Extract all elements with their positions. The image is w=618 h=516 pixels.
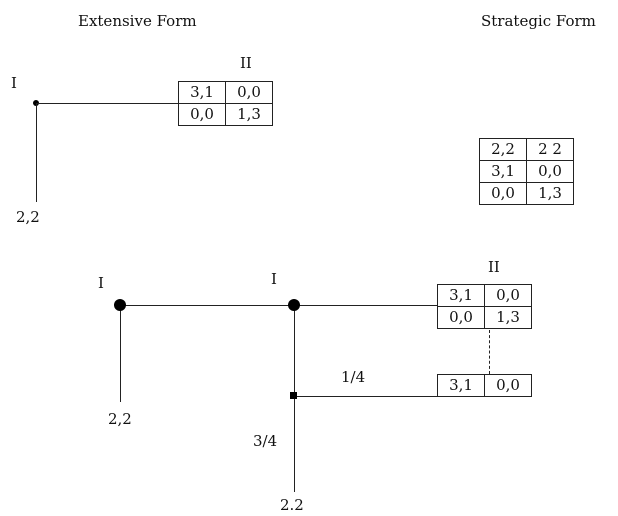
matrix-cell: 0,0 — [225, 81, 273, 104]
matrix-row: 2,2 2 2 — [479, 138, 574, 161]
edge-node1-to-node2 — [120, 305, 294, 306]
payoff-node1-out: 2,2 — [108, 410, 132, 428]
matrix-row: 3,1 0,0 — [178, 81, 273, 104]
edge-top-out — [36, 103, 37, 202]
player-label-top-matrix: II — [240, 54, 252, 72]
decision-node-bottom-2 — [288, 299, 300, 311]
matrix-cell: 0,0 — [479, 182, 527, 205]
matrix-row: 0,0 1,3 — [178, 103, 273, 126]
matrix-row: 3,1 0,0 — [437, 374, 532, 397]
matrix-row: 3,1 0,0 — [437, 284, 532, 307]
payoff-matrix-top: 3,1 0,0 0,0 1,3 — [178, 81, 273, 126]
matrix-cell: 0,0 — [178, 103, 226, 126]
matrix-cell: 1,3 — [225, 103, 273, 126]
matrix-row: 3,1 0,0 — [479, 160, 574, 183]
payoff-matrix-bottom: 3,1 0,0 0,0 1,3 — [437, 284, 532, 329]
matrix-cell: 2 2 — [526, 138, 574, 161]
matrix-row: 0,0 1,3 — [437, 306, 532, 329]
probability-lower: 3/4 — [253, 432, 278, 450]
strategic-form-matrix: 2,2 2 2 3,1 0,0 0,0 1,3 — [479, 138, 574, 205]
player-label-node1: I — [98, 274, 104, 292]
matrix-cell: 0,0 — [484, 374, 532, 397]
extensive-form-title: Extensive Form — [78, 12, 197, 30]
chance-node — [290, 392, 297, 399]
edge-node2-to-matrix — [294, 305, 437, 306]
information-set-dashed-link — [489, 330, 490, 374]
matrix-cell: 0,0 — [526, 160, 574, 183]
matrix-cell: 2,2 — [479, 138, 527, 161]
strategic-form-title: Strategic Form — [481, 12, 596, 30]
edge-node1-out — [120, 305, 121, 402]
probability-upper: 1/4 — [341, 368, 366, 386]
player-label-top-left: I — [11, 74, 17, 92]
player-label-bottom-matrix: II — [488, 258, 500, 276]
matrix-cell: 0,0 — [437, 306, 485, 329]
edge-chance-to-single-row — [294, 396, 437, 397]
edge-top-to-matrix — [36, 103, 178, 104]
matrix-row: 0,0 1,3 — [479, 182, 574, 205]
matrix-cell: 3,1 — [479, 160, 527, 183]
matrix-cell: 3,1 — [437, 284, 485, 307]
payoff-top-out: 2,2 — [16, 208, 40, 226]
decision-node-bottom-1 — [114, 299, 126, 311]
matrix-cell: 1,3 — [484, 306, 532, 329]
matrix-cell: 3,1 — [437, 374, 485, 397]
matrix-cell: 0,0 — [484, 284, 532, 307]
player-label-node2: I — [271, 270, 277, 288]
matrix-cell: 3,1 — [178, 81, 226, 104]
payoff-node2-out: 2.2 — [280, 496, 304, 514]
payoff-matrix-single-row: 3,1 0,0 — [437, 374, 532, 397]
matrix-cell: 1,3 — [526, 182, 574, 205]
